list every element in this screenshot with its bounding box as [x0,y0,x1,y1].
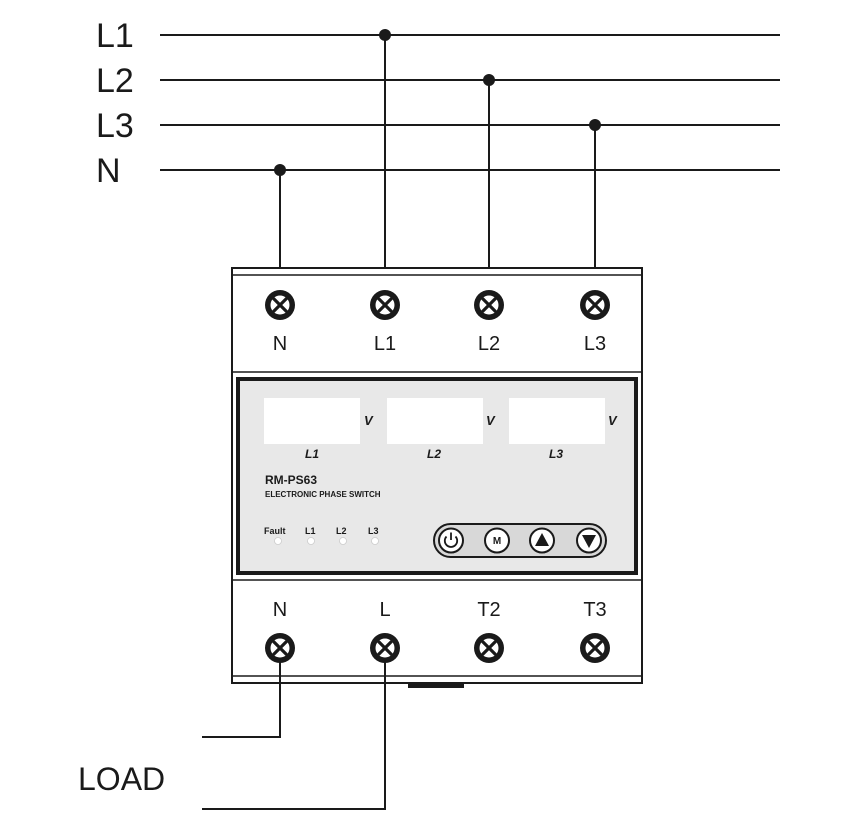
display-label-l1: L1 [305,447,319,461]
bus-label-l3: L3 [96,107,134,145]
junction-dot [483,74,495,86]
triangle-up-icon [535,533,549,546]
device-body: V V V L1 L2 L3 RM-PS63 ELECTRONIC PHASE … [231,267,643,688]
screw-cross-slot [480,296,498,314]
top-terminal-label-n: N [273,333,287,355]
load-label: LOAD [78,761,165,797]
indicator-leds [274,537,379,545]
bus-label-n: N [96,152,121,190]
display-l2 [387,398,483,444]
top-terminal-label-l1: L1 [374,333,396,355]
display-label-l2: L2 [427,447,441,461]
screw-cross-slot [376,639,394,657]
led-label-fault: Fault [264,526,286,536]
down-button[interactable] [576,527,602,554]
triangle-down-icon [582,535,596,548]
top-terminal-label-l3: L3 [584,333,606,355]
mode-button-ring[interactable] [484,527,510,554]
drop-wires [279,35,596,292]
junction-dot [379,29,391,41]
mode-button[interactable]: M [484,527,510,554]
junction-dots [274,29,601,176]
junction-dot [274,164,286,176]
junction-dot [589,119,601,131]
display-label-l3: L3 [549,447,563,461]
led-l3 [371,537,379,545]
power-button-ring[interactable] [438,527,464,554]
screw-terminal-top-1 [265,290,295,320]
screw-cross-slot [271,639,289,657]
power-button[interactable] [438,527,464,554]
up-button[interactable] [529,527,555,554]
display-unit-l3: V [608,413,618,428]
screw-terminal-top-4 [580,290,610,320]
led-l2 [339,537,347,545]
screw-terminal-bottom-2 [370,633,400,663]
top-terminal-label-l2: L2 [478,333,500,355]
bus-label-l2: L2 [96,62,134,100]
bottom-terminal-label-n: N [273,599,287,621]
display-unit-l2: V [486,413,496,428]
led-label-l2: L2 [336,526,347,536]
load-wires [202,660,386,810]
screw-cross-slot [376,296,394,314]
led-label-l3: L3 [368,526,379,536]
screw-terminal-bottom-4 [580,633,610,663]
screw-terminal-bottom-1 [265,633,295,663]
bottom-terminal-label-t2: T2 [477,599,500,621]
bus-label-l1: L1 [96,17,134,55]
screw-cross-slot [586,639,604,657]
screw-cross-slot [586,296,604,314]
led-l1 [307,537,315,545]
supply-bus [160,34,780,171]
model-name: RM-PS63 [265,473,317,487]
screw-terminal-top-3 [474,290,504,320]
screw-terminals [265,290,610,663]
display-l1 [264,398,360,444]
led-label-l1: L1 [305,526,316,536]
model-subtitle: ELECTRONIC PHASE SWITCH [265,490,381,499]
mode-button-label: M [493,536,501,547]
display-unit-l1: V [364,413,374,428]
din-clip [408,683,464,688]
bottom-terminal-label-l: L [379,599,390,621]
screw-terminal-bottom-3 [474,633,504,663]
load-wire-n [202,660,281,738]
led-fault [274,537,282,545]
power-icon [443,535,459,548]
screw-cross-slot [271,296,289,314]
screw-cross-slot [480,639,498,657]
button-strip [433,523,607,558]
load-wire-l [202,660,386,810]
screw-terminal-top-2 [370,290,400,320]
bottom-terminal-label-t3: T3 [583,599,606,621]
display-l3 [509,398,605,444]
